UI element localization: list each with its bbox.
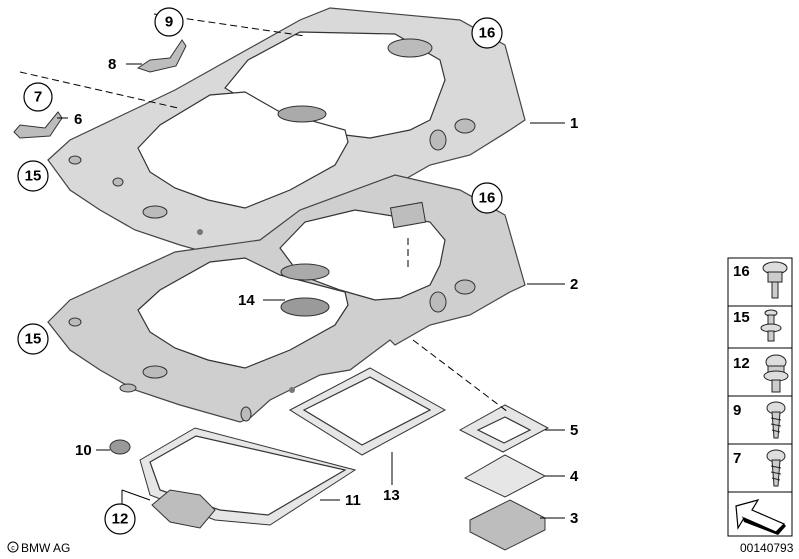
svg-text:c: c (11, 545, 15, 552)
grab-handle-part (280, 297, 330, 317)
headliner-lower (47, 174, 526, 423)
lamp-assembly (458, 404, 550, 551)
callout-5: 5 (570, 422, 578, 439)
trim-piece-6 (13, 111, 63, 139)
callout-7: 7 (34, 89, 42, 106)
callout-15-lower: 15 (25, 331, 42, 348)
callout-16-lower: 16 (479, 190, 496, 207)
screw-9-icon (766, 401, 786, 439)
callout-10: 10 (75, 442, 92, 459)
legend-16: 16 (733, 263, 750, 280)
trim-piece-8 (136, 39, 187, 73)
callout-12: 12 (112, 511, 129, 528)
callout-9: 9 (165, 14, 173, 31)
legend-7: 7 (733, 450, 741, 467)
screw-12-icon (763, 354, 789, 393)
legend-12: 12 (733, 355, 750, 372)
callout-1: 1 (570, 115, 578, 132)
headliner-upper (47, 7, 526, 263)
callout-3: 3 (570, 510, 578, 527)
callout-15-upper: 15 (25, 168, 42, 185)
screw-7-icon (766, 449, 786, 487)
clip-16-icon (762, 261, 788, 299)
callout-13: 13 (383, 487, 400, 504)
legend-panel: 16 15 12 9 7 (727, 257, 793, 537)
callout-4: 4 (570, 468, 579, 485)
legend-15: 15 (733, 309, 750, 326)
callout-8: 8 (108, 56, 116, 73)
clip-15-icon (760, 309, 782, 342)
cap-part (109, 439, 131, 455)
footer-brand: c BMW AG (7, 541, 70, 555)
direction-arrow-icon (735, 499, 786, 535)
callout-11: 11 (345, 492, 361, 509)
console-part (151, 489, 216, 529)
callout-14: 14 (238, 292, 255, 309)
callout-16-upper: 16 (479, 25, 496, 42)
footer-brand-text: BMW AG (21, 541, 70, 555)
sunroof-frame-13 (288, 367, 447, 456)
footer-code: 00140793 (740, 541, 794, 555)
callout-2: 2 (570, 276, 578, 293)
legend-9: 9 (733, 402, 741, 419)
callout-6: 6 (74, 111, 82, 128)
